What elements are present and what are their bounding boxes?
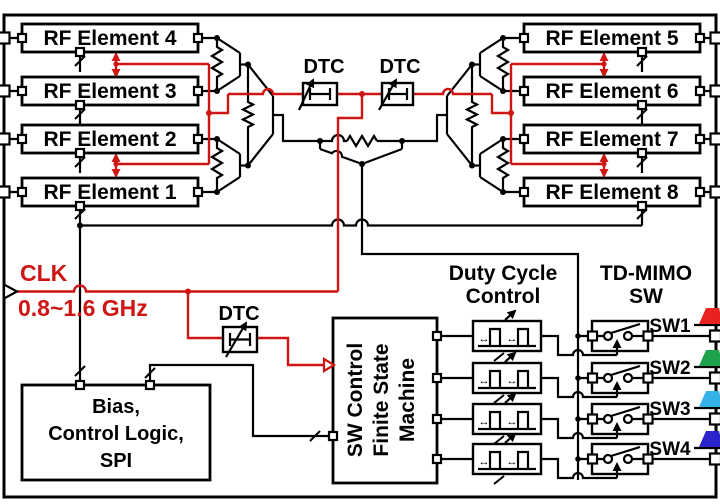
- adjust-arrow-glyph: ↔: [507, 375, 518, 387]
- switch-lever: [610, 405, 641, 418]
- duty-block-3: ↔ ↔: [471, 392, 543, 445]
- adjust-arrow-glyph: ↔: [479, 375, 490, 387]
- duty-block-4: ↔ ↔: [471, 432, 543, 485]
- chip-boundary: [2, 13, 718, 499]
- edge-port: [0, 31, 11, 45]
- bias-label-line2: Control Logic,: [48, 423, 184, 445]
- bias-box: [20, 383, 212, 482]
- duty-cycle-control: Duty Cycle Control ↔ ↔ ↔ ↔ ↔ ↔: [449, 262, 558, 485]
- rf-element-label: RF Element 3: [43, 80, 176, 103]
- switch-sw3: [590, 402, 650, 438]
- edge-port: [708, 329, 720, 343]
- bus-slash: [493, 352, 505, 362]
- isolation-resistor: [346, 133, 378, 149]
- bus-slash: [493, 394, 505, 404]
- tdmimo-title-line2: SW: [629, 285, 663, 308]
- junction-dots: [77, 35, 607, 462]
- sw3-pulse-shape: [699, 391, 720, 407]
- rf-element-label: RF Element 4: [43, 27, 176, 50]
- adjust-arrow-glyph: ↔: [479, 456, 490, 468]
- variability-arrow: [378, 78, 397, 111]
- dtc-blocks: DTC DTC DTC: [218, 56, 421, 358]
- clk-label: CLK: [20, 260, 68, 286]
- rf-element-label: RF Element 1: [43, 181, 176, 204]
- bias-control-block: Bias, Control Logic, SPI: [20, 383, 212, 482]
- edge-port: [0, 185, 11, 199]
- edge-port: [708, 412, 720, 426]
- ports: [0, 31, 720, 466]
- sw4-label: SW4: [649, 439, 691, 460]
- adjust-arrow-glyph: ↔: [507, 333, 518, 345]
- td-mimo-sw: TD-MIMO SW: [590, 262, 720, 478]
- variability-arrow: [504, 392, 517, 404]
- variability-arrow: [225, 321, 248, 358]
- edge-port: [708, 452, 720, 466]
- switch-lever: [610, 445, 641, 458]
- edge-port: [709, 31, 720, 45]
- isolation-resistor: [240, 64, 256, 166]
- duty-block-2: ↔ ↔: [471, 351, 543, 404]
- bus-slash: [493, 475, 505, 485]
- isolation-resistor: [495, 38, 511, 91]
- fsm-label-line2: Finite State: [370, 343, 393, 456]
- edge-port: [709, 132, 720, 146]
- isolation-resistor: [209, 38, 225, 91]
- clk-input-pin: [2, 282, 20, 301]
- switch-lever: [610, 322, 641, 335]
- sw2-pulse-shape: [699, 350, 720, 366]
- sw3-label: SW3: [649, 399, 690, 420]
- sw4-pulse-shape: [699, 431, 720, 447]
- variability-arrow: [504, 309, 517, 321]
- rf-element-8-box: [522, 176, 702, 208]
- clk-input: CLK 0.8~1.6 GHz: [2, 260, 148, 321]
- variability-arrow: [298, 78, 315, 111]
- fsm-block: SW Control Finite State Machine: [322, 316, 439, 485]
- rf-element-label: RF Element 8: [545, 181, 678, 204]
- switch-sw1: [590, 319, 650, 355]
- bus-slash: [493, 435, 505, 445]
- isolation-resistor: [209, 139, 225, 192]
- variability-arrow: [504, 351, 517, 363]
- bus-slashes: [74, 55, 648, 442]
- sw1-pulse-shape: [699, 308, 720, 324]
- rf-element-label: RF Element 5: [545, 27, 678, 50]
- switch-sw2: [590, 361, 650, 397]
- fsm-clock-input-arrow: [322, 357, 337, 373]
- tdmimo-title-line1: TD-MIMO: [600, 262, 692, 285]
- sw1-label: SW1: [649, 316, 691, 337]
- adjust-arrow-glyph: ↔: [479, 333, 490, 345]
- bias-label-line3: SPI: [100, 450, 132, 472]
- adjust-arrow-glyph: ↔: [479, 416, 490, 428]
- duty-title-line1: Duty Cycle: [449, 262, 558, 285]
- rf-element-label: RF Element 7: [545, 128, 678, 151]
- variability-arrow: [504, 432, 517, 444]
- sw2-label: SW2: [649, 358, 690, 379]
- duty-title-line2: Control: [466, 285, 541, 308]
- duty-block-1: ↔ ↔: [471, 309, 543, 362]
- edge-port: [708, 371, 720, 385]
- rf-element-6-box: [522, 75, 702, 107]
- clk-frequency: 0.8~1.6 GHz: [18, 295, 148, 321]
- fsm-label-line1: SW Control: [344, 343, 367, 457]
- bias-label-line1: Bias,: [92, 396, 140, 418]
- rf-element-label: RF Element 2: [43, 128, 176, 151]
- rf-element-4-box: [20, 22, 200, 54]
- dtc-label: DTC: [218, 303, 259, 325]
- fsm-box: [331, 316, 439, 485]
- isolation-resistor: [495, 139, 511, 192]
- isolation-resistor: [464, 64, 480, 166]
- fsm-label-line3: Machine: [396, 358, 419, 442]
- dtc-label: DTC: [303, 56, 344, 78]
- edge-port: [709, 185, 720, 199]
- edge-port: [0, 84, 11, 98]
- edge-port: [709, 84, 720, 98]
- dtc-label: DTC: [379, 56, 420, 78]
- rf-element-label: RF Element 6: [545, 80, 678, 103]
- adjust-arrow-glyph: ↔: [507, 416, 518, 428]
- adjust-arrow-glyph: ↔: [507, 456, 518, 468]
- switch-lever: [610, 364, 641, 377]
- switch-sw4: [590, 442, 650, 478]
- edge-port: [0, 132, 11, 146]
